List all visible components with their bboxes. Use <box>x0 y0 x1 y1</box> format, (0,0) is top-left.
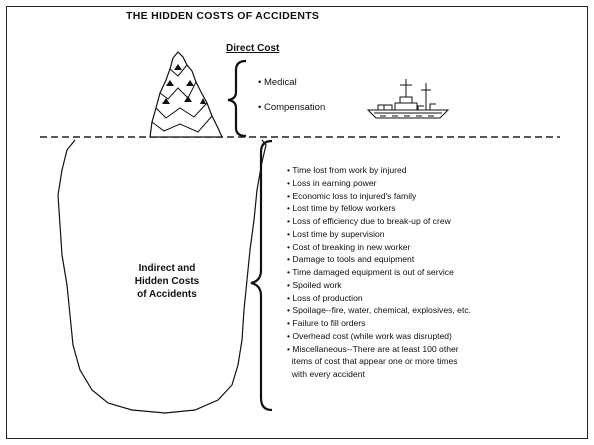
list-item: • Economic loss to injured's family <box>287 190 417 201</box>
list-item: • Lost time by supervision <box>287 228 385 239</box>
slide-frame <box>6 6 588 439</box>
hidden-label-line: of Accidents <box>137 289 197 300</box>
list-item: • Medical <box>258 77 297 88</box>
hidden-cost-list: • Time lost from work by injured • Loss … <box>287 164 549 381</box>
list-item: • Spoilage--fire, water, chemical, explo… <box>287 305 472 316</box>
ship-icon <box>366 79 450 119</box>
list-item: • Loss of efficiency due to break-up of … <box>287 216 451 226</box>
list-item: • Compensation <box>258 102 326 113</box>
hidden-label-line: Indirect and <box>138 263 196 274</box>
list-item: • Miscellaneous--There are at least 100 … <box>287 343 459 354</box>
list-item: • Time damaged equipment is out of servi… <box>287 267 454 277</box>
list-item: • Lost time by fellow workers <box>287 203 396 214</box>
direct-cost-list: • Medical • Compensation <box>258 70 325 120</box>
list-item: • Overhead cost (while work was disrupte… <box>287 330 452 341</box>
iceberg-icon <box>57 51 267 414</box>
hidden-cost-label: Indirect and Hidden Costs of Accidents <box>117 262 217 301</box>
list-item: • Failure to fill orders <box>287 318 366 328</box>
brace-icon <box>250 139 273 412</box>
list-item: with every accident <box>287 369 365 379</box>
hidden-label-line: Hidden Costs <box>134 276 200 287</box>
list-item: • Damage to tools and equipment <box>287 254 415 265</box>
brace-icon <box>227 59 247 138</box>
list-item: • Time lost from work by injured <box>287 165 407 175</box>
list-item: items of cost that appear one or more ti… <box>287 356 458 367</box>
list-item: • Loss in earning power <box>287 177 377 188</box>
list-item: • Spoiled work <box>287 279 342 290</box>
page-title: THE HIDDEN COSTS OF ACCIDENTS <box>126 10 320 22</box>
direct-cost-label: Direct Cost <box>226 43 280 54</box>
list-item: • Loss of production <box>287 292 363 303</box>
list-item: • Cost of breaking in new worker <box>287 241 411 252</box>
